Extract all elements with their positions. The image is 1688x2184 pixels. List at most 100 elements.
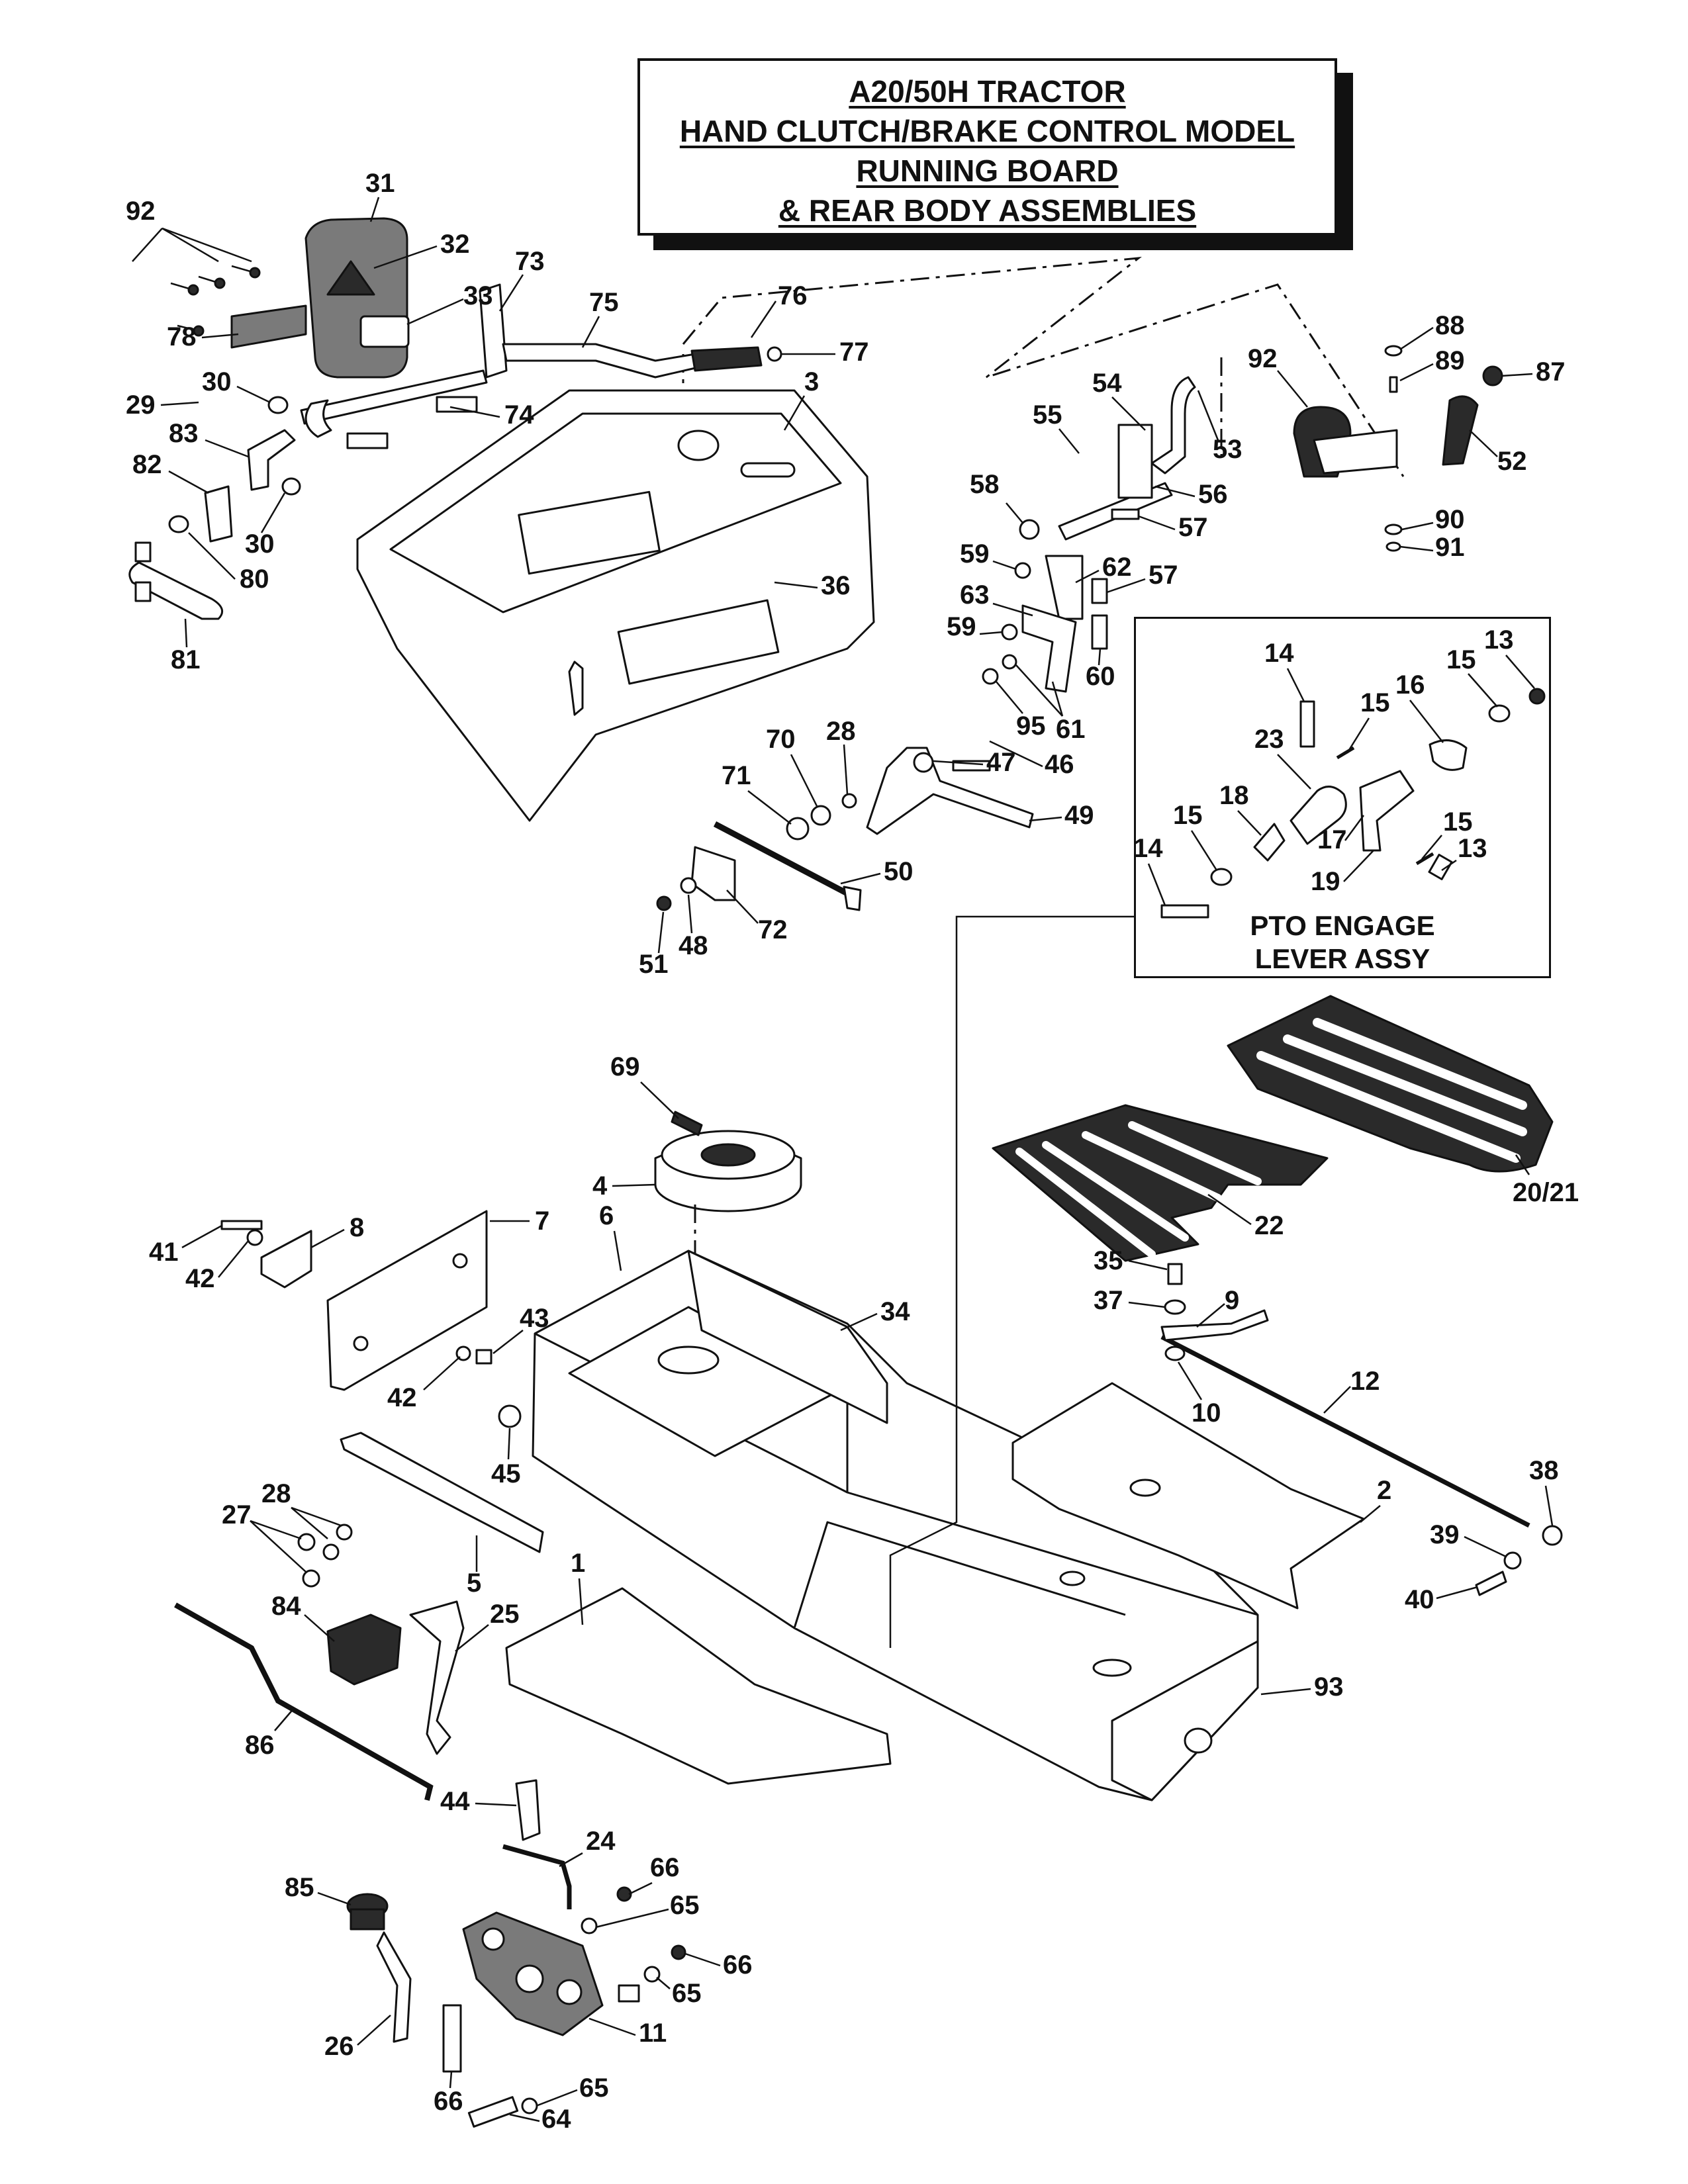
- callout-89: 89: [1435, 346, 1465, 375]
- clips-27-28: [297, 1524, 353, 1588]
- plate-7: [326, 1210, 488, 1391]
- callout-26: 26: [324, 2032, 354, 2061]
- rod-12: [1160, 1309, 1563, 1546]
- rivets-92: [170, 265, 261, 337]
- knob-85: [346, 1893, 412, 2043]
- callout-13: 13: [1484, 625, 1514, 655]
- callout-22: 22: [1254, 1211, 1284, 1240]
- callout-91: 91: [1435, 533, 1465, 562]
- callout-61: 61: [1056, 715, 1086, 744]
- callout-54: 54: [1092, 369, 1122, 398]
- callout-15: 15: [1446, 645, 1476, 674]
- pto-lever-assy-parts: [1160, 688, 1546, 919]
- callout-66: 66: [723, 1950, 753, 1979]
- callout-39: 39: [1430, 1520, 1460, 1549]
- callout-69: 69: [610, 1052, 640, 1081]
- callout-31: 31: [365, 169, 395, 198]
- callout-46: 46: [1045, 750, 1074, 779]
- callout-62: 62: [1102, 553, 1132, 582]
- callout-19: 19: [1311, 867, 1340, 896]
- callout-3: 3: [804, 367, 819, 396]
- callout-15: 15: [1443, 807, 1473, 837]
- callout-44: 44: [440, 1787, 470, 1816]
- callout-92: 92: [126, 197, 156, 226]
- hardware-35-37: [1164, 1263, 1186, 1315]
- title-line-3: RUNNING BOARD: [856, 154, 1119, 188]
- bracket-5: [340, 1432, 544, 1553]
- pto-box-label-1: PTO ENGAGE: [1250, 910, 1435, 941]
- callout-75: 75: [589, 288, 619, 317]
- callout-51: 51: [639, 950, 669, 979]
- callout-16: 16: [1395, 670, 1425, 700]
- callout-27: 27: [222, 1500, 252, 1529]
- leader-line: [889, 915, 1134, 1648]
- callout-57: 57: [1149, 561, 1178, 590]
- callout-57: 57: [1178, 513, 1208, 542]
- callout-63: 63: [960, 580, 990, 610]
- title-line-4: & REAR BODY ASSEMBLIES: [778, 193, 1197, 228]
- callouts: 92 31 32 33 73 75 76 77 78 30 29 74 3 83…: [126, 169, 1579, 2134]
- callout-82: 82: [132, 450, 162, 479]
- callout-24: 24: [586, 1827, 616, 1856]
- callout-85: 85: [285, 1873, 314, 1902]
- callout-5: 5: [467, 1569, 481, 1598]
- hardware-65-66: [521, 1886, 686, 2115]
- callout-41: 41: [149, 1238, 179, 1267]
- callout-14: 14: [1133, 834, 1163, 863]
- rod-86: [174, 1602, 434, 1801]
- callout-55: 55: [1033, 400, 1062, 430]
- pivot-brackets: [982, 508, 1140, 693]
- callout-73: 73: [515, 247, 545, 276]
- callout-20-21: 20/21: [1513, 1178, 1579, 1207]
- callout-17: 17: [1317, 825, 1347, 854]
- callout-8: 8: [350, 1213, 364, 1242]
- callout-66: 66: [434, 2087, 463, 2116]
- callout-6: 6: [599, 1201, 614, 1230]
- callout-15: 15: [1173, 801, 1203, 830]
- rear-body-3: [356, 389, 875, 822]
- callout-23: 23: [1254, 725, 1284, 754]
- callout-81: 81: [171, 645, 201, 674]
- callout-64: 64: [541, 2105, 571, 2134]
- callout-7: 7: [535, 1206, 549, 1236]
- callout-80: 80: [240, 565, 269, 594]
- callout-2: 2: [1377, 1476, 1391, 1505]
- callout-40: 40: [1405, 1585, 1434, 1614]
- linkage-rods: [656, 747, 1034, 911]
- pto-box-label-2: LEVER ASSY: [1254, 943, 1430, 974]
- callout-87: 87: [1536, 357, 1566, 387]
- washer-77: [767, 346, 782, 362]
- shaft-74-75: [300, 283, 763, 449]
- callout-12: 12: [1350, 1367, 1380, 1396]
- callout-50: 50: [884, 857, 914, 886]
- bushing-45: [498, 1404, 522, 1428]
- floor-mat-20-21: [1227, 995, 1554, 1173]
- callout-71: 71: [722, 761, 751, 790]
- pin-40: [1475, 1570, 1507, 1596]
- callout-30: 30: [245, 529, 275, 559]
- callout-42: 42: [387, 1383, 417, 1412]
- callout-59: 59: [947, 612, 976, 641]
- callout-48: 48: [679, 931, 708, 960]
- callout-60: 60: [1086, 662, 1115, 691]
- callout-58: 58: [970, 470, 1000, 499]
- callout-76: 76: [778, 281, 808, 310]
- callout-74: 74: [504, 400, 534, 430]
- hardware-41-42: [220, 1220, 263, 1246]
- control-lever-assy: [1019, 345, 1503, 552]
- callout-86: 86: [245, 1731, 275, 1760]
- callout-38: 38: [1529, 1456, 1559, 1485]
- bracket-8: [260, 1230, 312, 1289]
- callout-10: 10: [1192, 1398, 1221, 1428]
- callout-13: 13: [1458, 834, 1487, 863]
- callout-93: 93: [1314, 1672, 1344, 1702]
- pedal-84: [326, 1600, 465, 1755]
- callout-36: 36: [821, 571, 851, 600]
- callout-14: 14: [1264, 639, 1294, 668]
- callout-90: 90: [1435, 505, 1465, 534]
- dash-panel-31: [305, 217, 410, 379]
- callout-92: 92: [1248, 344, 1278, 373]
- callout-4: 4: [592, 1171, 608, 1201]
- callout-28: 28: [826, 717, 856, 746]
